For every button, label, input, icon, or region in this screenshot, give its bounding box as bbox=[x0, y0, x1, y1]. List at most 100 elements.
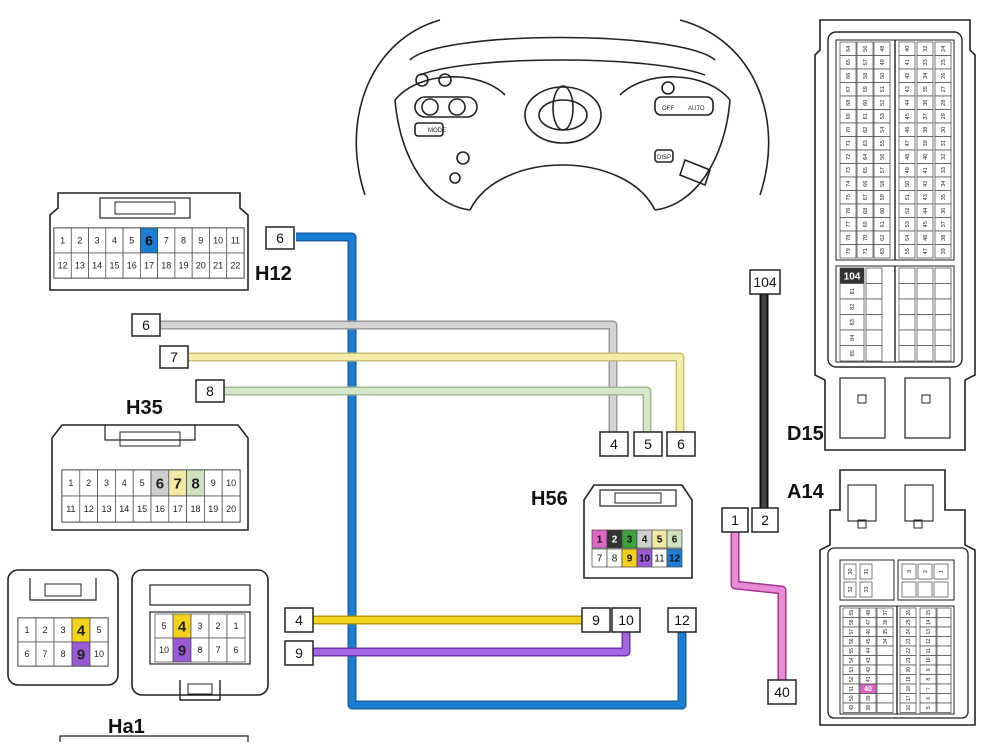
pin-number: 45 bbox=[905, 113, 911, 119]
pin-number: 6 bbox=[926, 697, 932, 700]
box-ha1-4 bbox=[284, 607, 314, 633]
pin-cell bbox=[934, 267, 952, 284]
pin-number: 77 bbox=[846, 221, 852, 227]
pin-number: 3 bbox=[627, 535, 633, 546]
label-h12: H12 bbox=[255, 263, 292, 285]
pin-number: 45 bbox=[866, 638, 872, 644]
pin-number: 6 bbox=[672, 535, 678, 546]
pin-cell bbox=[865, 283, 883, 300]
num-a14-40: 40 bbox=[774, 684, 790, 700]
box-a14-1 bbox=[721, 507, 749, 533]
pin-cell bbox=[916, 298, 934, 315]
pin-cell bbox=[865, 329, 883, 346]
pin-cell bbox=[916, 244, 934, 259]
pin-number: 37 bbox=[923, 113, 929, 119]
pin-number: 1 bbox=[60, 236, 65, 246]
pin-number: 57 bbox=[849, 629, 855, 635]
pin-cell bbox=[934, 283, 952, 300]
num-h56-10: 10 bbox=[618, 612, 634, 628]
ha1-bracket bbox=[59, 735, 249, 742]
pin-number: 60 bbox=[880, 208, 886, 214]
pin-number: 63 bbox=[863, 140, 869, 146]
pin-number: 10 bbox=[94, 649, 104, 659]
pin-number: 31 bbox=[941, 140, 947, 146]
box-h56-12 bbox=[667, 607, 697, 633]
pin-number: 37 bbox=[941, 221, 947, 227]
mode-label: MODE bbox=[428, 128, 446, 134]
pin-number: 48 bbox=[880, 46, 886, 52]
num-h35-6: 6 bbox=[142, 317, 150, 333]
pin-number: 24 bbox=[941, 46, 947, 52]
pin-number: 50 bbox=[880, 73, 886, 79]
pin-number: 82 bbox=[850, 304, 856, 310]
pin-cell bbox=[898, 329, 916, 346]
box-h56-6 bbox=[666, 431, 696, 457]
num-h56-6: 6 bbox=[677, 436, 685, 452]
pin-cell bbox=[221, 495, 241, 523]
pin-number: 46 bbox=[905, 127, 911, 133]
pin-number: 71 bbox=[863, 248, 869, 254]
pin-number: 57 bbox=[863, 59, 869, 65]
num-h56-12: 12 bbox=[674, 612, 690, 628]
pin-cell bbox=[839, 345, 865, 362]
pin-cell bbox=[859, 702, 877, 713]
pin-number: 41 bbox=[905, 59, 911, 65]
pin-number: 7 bbox=[926, 687, 932, 690]
pin-cell bbox=[936, 636, 952, 647]
pin-cell bbox=[898, 298, 916, 315]
pin-number: 26 bbox=[941, 73, 947, 79]
pin-number: 54 bbox=[849, 657, 855, 663]
pin-cell bbox=[876, 693, 894, 704]
pin-number: 4 bbox=[77, 622, 86, 639]
pin-cell bbox=[876, 674, 894, 685]
pin-cell bbox=[839, 244, 857, 259]
pin-number: 3 bbox=[95, 236, 100, 246]
pin-number: 23 bbox=[906, 638, 912, 644]
pin-number: 19 bbox=[208, 504, 218, 514]
box-h35-7 bbox=[159, 345, 189, 369]
pin-number: 44 bbox=[905, 100, 911, 106]
mode-button[interactable] bbox=[414, 122, 444, 137]
pin-number: 40 bbox=[905, 46, 911, 52]
pin-cell bbox=[917, 581, 933, 598]
num-ha1-4: 4 bbox=[295, 612, 303, 628]
pin-cell bbox=[936, 626, 952, 637]
pin-number: 3 bbox=[907, 570, 913, 573]
pin-number: 44 bbox=[923, 208, 929, 214]
pin-number: 15 bbox=[109, 261, 119, 271]
pin-number: 64 bbox=[863, 154, 869, 160]
pin-number: 46 bbox=[866, 629, 872, 635]
pin-number: 42 bbox=[905, 73, 911, 79]
pin-number: 10 bbox=[159, 645, 169, 655]
pin-number: 61 bbox=[863, 113, 869, 119]
pin-number: 79 bbox=[846, 248, 852, 254]
pin-number: 25 bbox=[906, 619, 912, 625]
box-h56-10 bbox=[611, 607, 641, 633]
pin-number: 11 bbox=[654, 554, 665, 565]
pin-number: 57 bbox=[880, 167, 886, 173]
pin-cell bbox=[916, 314, 934, 331]
pin-number: 52 bbox=[880, 100, 886, 106]
pin-number: 17 bbox=[144, 261, 154, 271]
pin-number: 43 bbox=[905, 86, 911, 92]
pin-cell bbox=[898, 267, 916, 284]
pin-number: 6 bbox=[233, 645, 238, 655]
voice-icon bbox=[456, 151, 470, 165]
pin-number: 56 bbox=[880, 154, 886, 160]
box-ha1-9 bbox=[284, 640, 314, 666]
pin-number: 104 bbox=[844, 271, 861, 282]
pin-number: 13 bbox=[101, 504, 111, 514]
pin-number: 14 bbox=[119, 504, 129, 514]
pin-number: 2 bbox=[215, 621, 220, 631]
pin-number: 10 bbox=[926, 657, 932, 663]
box-a14-40 bbox=[767, 679, 797, 705]
pin-number: 49 bbox=[905, 167, 911, 173]
pin-number: 16 bbox=[127, 261, 137, 271]
pin-cell bbox=[934, 244, 952, 259]
label-d15: D15 bbox=[787, 423, 824, 445]
pin-number: 20 bbox=[196, 261, 206, 271]
pin-number: 7 bbox=[164, 236, 169, 246]
pin-number: 27 bbox=[941, 86, 947, 92]
